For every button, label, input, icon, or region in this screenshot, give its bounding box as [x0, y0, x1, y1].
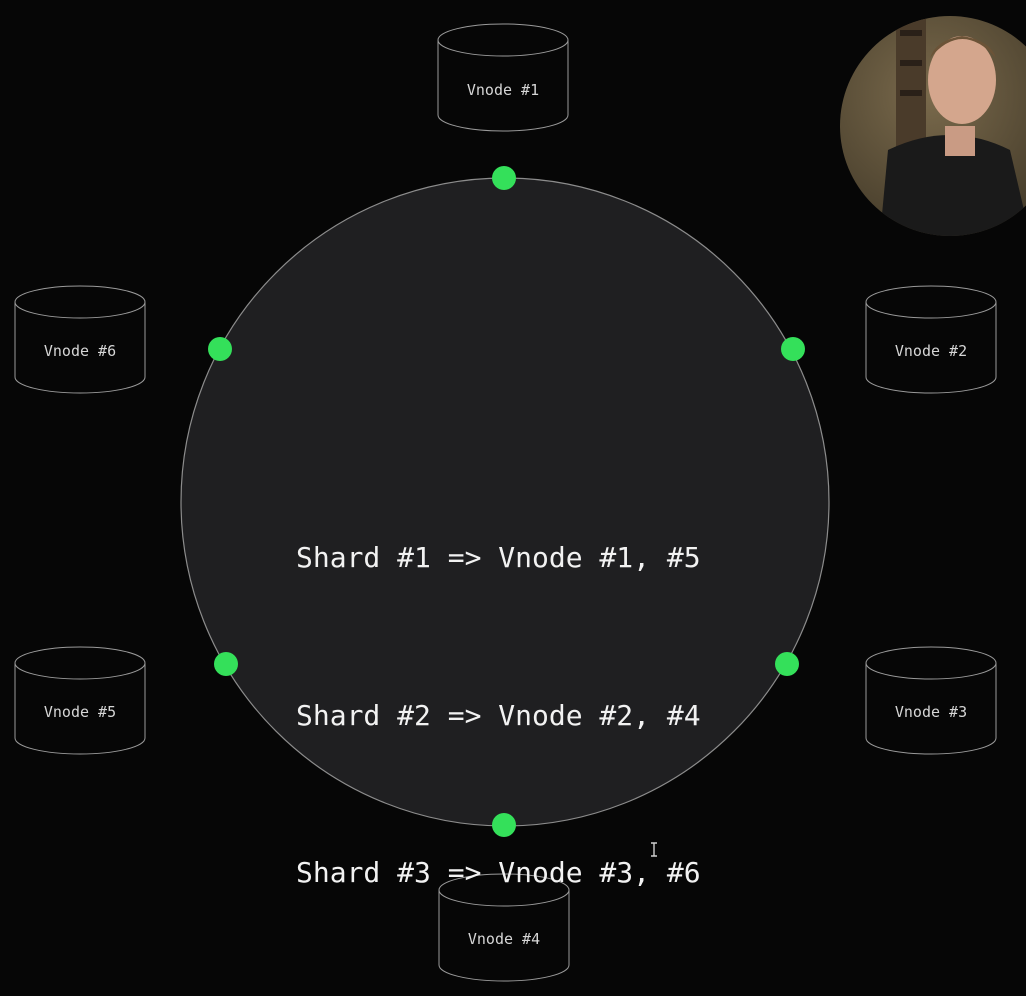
- vnode-5-cylinder: Vnode #5: [14, 646, 146, 755]
- vnode-2-label: Vnode #2: [895, 342, 967, 360]
- ring-node-dot-4: [492, 813, 516, 837]
- shard-mapping-list: Shard #1 => Vnode #1, #5 Shard #2 => Vno…: [296, 427, 756, 996]
- shard-mapping-2: Shard #2 => Vnode #2, #4: [296, 698, 701, 732]
- vnode-6-label: Vnode #6: [44, 342, 116, 360]
- vnode-1-cylinder: Vnode #1: [437, 23, 569, 132]
- vnode-2-cylinder: Vnode #2: [865, 285, 997, 394]
- vnode-3-cylinder: Vnode #3: [865, 646, 997, 755]
- vnode-4-label: Vnode #4: [468, 930, 540, 948]
- ring-node-dot-2: [781, 337, 805, 361]
- text-cursor-icon: [651, 842, 657, 857]
- presenter-webcam-overlay: [840, 16, 1026, 236]
- vnode-6-cylinder: Vnode #6: [14, 285, 146, 394]
- ring-node-dot-5: [214, 652, 238, 676]
- vnode-1-label: Vnode #1: [467, 81, 539, 99]
- ring-node-dot-1: [492, 166, 516, 190]
- vnode-5-label: Vnode #5: [44, 703, 116, 721]
- vnode-4-cylinder: Vnode #4: [438, 873, 570, 982]
- shard-mapping-1: Shard #1 => Vnode #1, #5: [296, 541, 701, 574]
- ring-node-dot-6: [208, 337, 232, 361]
- ring-node-dot-3: [775, 652, 799, 676]
- vnode-3-label: Vnode #3: [895, 703, 967, 721]
- shard-mapping-3: Shard #3 => Vnode #3, #6: [296, 856, 701, 889]
